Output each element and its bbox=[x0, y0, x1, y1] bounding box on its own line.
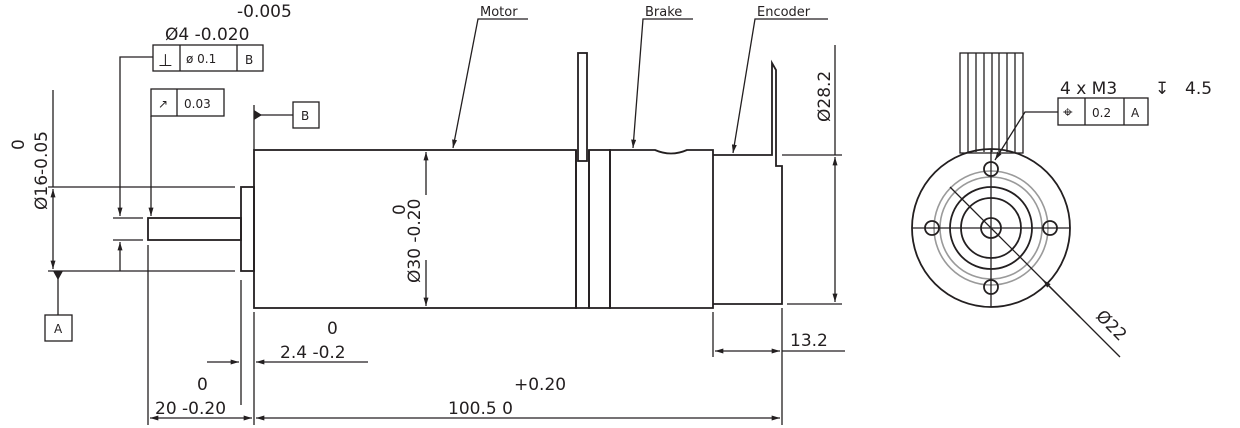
body-diameter: Ø30 -0.20 bbox=[405, 199, 425, 283]
spacer bbox=[588, 149, 611, 309]
runout-frame: ↗ 0.03 bbox=[150, 88, 225, 117]
runout-value: 0.03 bbox=[184, 97, 211, 111]
encoder-label: Encoder bbox=[757, 5, 811, 20]
total-length: 100.5 0 bbox=[448, 399, 513, 419]
perpendicularity-datum: B bbox=[245, 53, 253, 67]
shaft bbox=[147, 217, 242, 241]
datum-b-label: B bbox=[301, 109, 309, 123]
shaft-tol-upper: -0.005 bbox=[237, 2, 292, 22]
perpendicularity-value: ø 0.1 bbox=[186, 52, 216, 66]
position-tolerance: 0.2 bbox=[1092, 106, 1111, 120]
depth-icon: ↧ bbox=[1155, 79, 1169, 99]
position-datum: A bbox=[1131, 106, 1140, 120]
bolt-circle-diameter: Ø22 bbox=[1091, 306, 1130, 345]
shaft-len-tol-upper: 0 bbox=[197, 375, 208, 395]
motor-tab bbox=[577, 52, 588, 162]
hole-callout: 4 x M3 bbox=[1060, 79, 1117, 99]
encoder-diameter: Ø28.2 bbox=[815, 71, 835, 122]
flange-tol-upper: 0 bbox=[327, 319, 338, 339]
encoder-body bbox=[713, 59, 783, 305]
datum-a-label: A bbox=[54, 322, 63, 336]
total-len-tol-upper: +0.20 bbox=[514, 375, 566, 395]
encoder-length: 13.2 bbox=[790, 331, 828, 351]
shaft-diameter: Ø4 -0.020 bbox=[165, 25, 249, 45]
end-view bbox=[911, 52, 1121, 358]
body-tol-upper: 0 bbox=[390, 204, 410, 215]
shaft-length: 20 -0.20 bbox=[155, 399, 226, 419]
position-icon: ⌖ bbox=[1063, 103, 1073, 123]
flange-thickness: 2.4 -0.2 bbox=[280, 343, 346, 363]
hole-depth: 4.5 bbox=[1185, 79, 1212, 99]
motor-label: Motor bbox=[480, 5, 518, 20]
brake-label: Brake bbox=[645, 5, 682, 20]
perpendicularity-frame: ⊥ ø 0.1 B bbox=[152, 44, 264, 72]
brake-body bbox=[609, 149, 714, 309]
pilot-flange bbox=[240, 186, 255, 272]
pilot-diameter: Ø16-0.05 bbox=[32, 131, 52, 210]
runout-icon: ↗ bbox=[158, 97, 168, 111]
perpendicularity-icon: ⊥ bbox=[158, 51, 173, 71]
pilot-tol-upper: 0 bbox=[9, 139, 29, 150]
position-frame: ⌖ 0.2 A bbox=[1057, 97, 1149, 126]
